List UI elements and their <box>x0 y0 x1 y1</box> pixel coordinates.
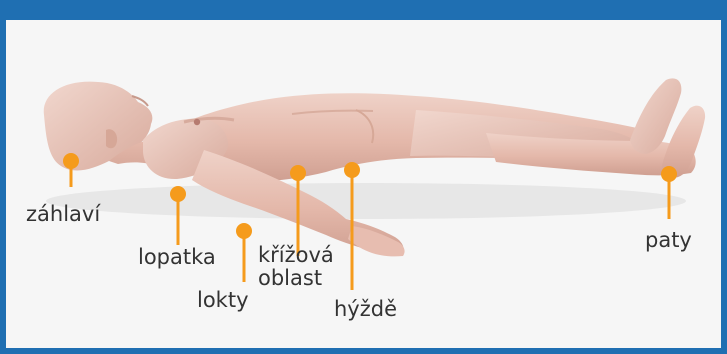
top-border-bar <box>6 0 721 20</box>
body-shadow <box>46 183 686 219</box>
marker-dot-lopatka <box>170 186 186 202</box>
label-lokty: lokty <box>197 289 249 311</box>
marker-dot-zahlavi <box>63 153 79 169</box>
label-krizova-oblast: křížová oblast <box>258 244 334 290</box>
marker-dot-lokty <box>236 223 252 239</box>
body-pressure-points-diagram: záhlaví lopatka lokty křížová oblast hýž… <box>6 20 721 348</box>
label-zahlavi: záhlaví <box>26 203 100 225</box>
label-krizova-line-1: křížová <box>258 244 334 267</box>
marker-dot-krizova <box>290 165 306 181</box>
nipple <box>194 119 200 125</box>
label-krizova-line-2: oblast <box>258 267 334 290</box>
label-lopatka: lopatka <box>138 246 216 268</box>
label-hyzde: hýždě <box>334 298 397 320</box>
marker-dot-hyzde <box>344 162 360 178</box>
marker-dot-paty <box>661 166 677 182</box>
label-paty: paty <box>645 229 692 251</box>
